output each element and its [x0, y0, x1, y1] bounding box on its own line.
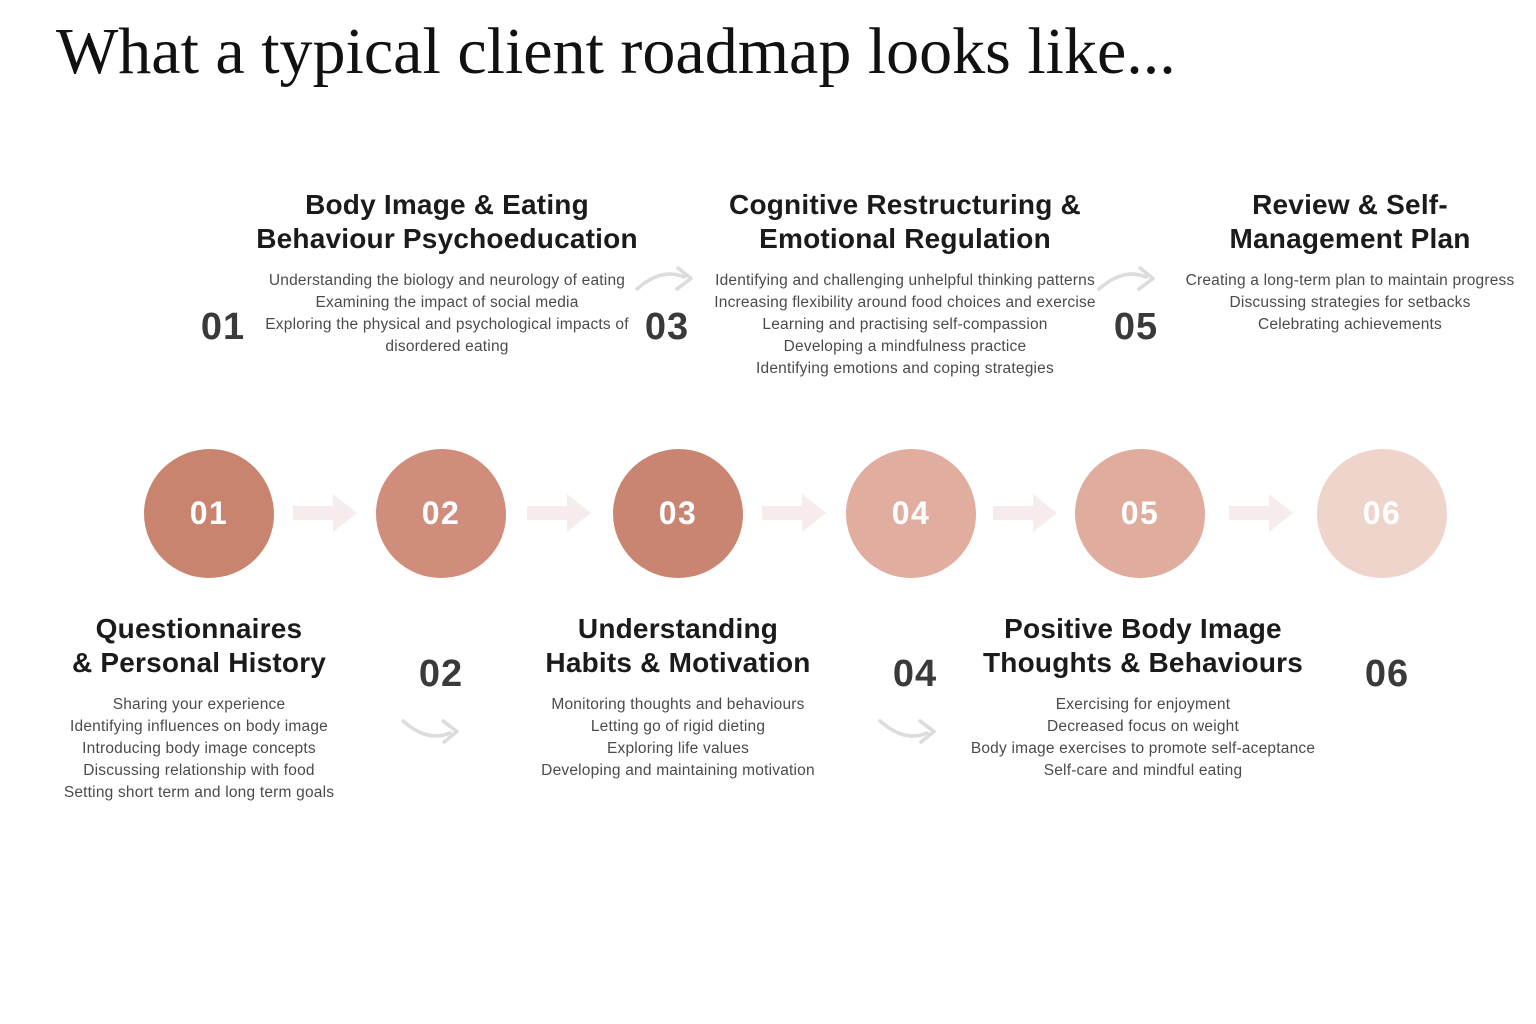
step-06-circle: 06 [1317, 449, 1447, 578]
step-03-item: Exploring life values [606, 740, 750, 757]
step-05-circle-number: 05 [1120, 495, 1160, 531]
step-04-item: Identifying emotions and coping strategi… [756, 360, 1054, 377]
right-block-arrow-icon [993, 494, 1057, 532]
step-05-item: Decreased focus on weight [1047, 718, 1239, 735]
step-06-items: Creating a long-term plan to maintain pr… [1170, 270, 1530, 336]
step-04-circle-number: 04 [891, 495, 931, 531]
step-01-circle: 01 [144, 449, 274, 578]
step-02-item: Examining the impact of social media [315, 294, 579, 311]
step-01-circle-number: 01 [189, 495, 229, 531]
step-04-item: Learning and practising self-compassion [762, 316, 1048, 333]
step-03-item: Letting go of rigid dieting [590, 718, 766, 735]
curved-arrow-icon [635, 266, 693, 291]
step-04-item: Identifying and challenging unhelpful th… [715, 272, 1095, 289]
curved-arrow-icon [401, 719, 459, 744]
step-05-circle: 05 [1075, 449, 1205, 578]
step-06-item: Creating a long-term plan to maintain pr… [1185, 272, 1515, 289]
step-01-text-block: Questionnaires & Personal History Sharin… [29, 612, 369, 804]
step-01-big-number: 01 [200, 306, 246, 348]
right-block-arrow-icon [293, 494, 357, 532]
step-04-circle: 04 [846, 449, 976, 578]
step-06-circle-number: 06 [1362, 495, 1402, 531]
right-block-arrow-icon [1229, 494, 1293, 532]
step-02-circle-number: 02 [421, 495, 461, 531]
step-02-circle: 02 [376, 449, 506, 578]
step-02-heading: Body Image & Eating Behaviour Psychoeduc… [256, 189, 638, 254]
step-05-heading: Positive Body Image Thoughts & Behaviour… [983, 613, 1303, 678]
step-05-text-block: Positive Body Image Thoughts & Behaviour… [958, 612, 1328, 782]
step-05-item: Exercising for enjoyment [1055, 696, 1231, 713]
step-06-big-number: 06 [1364, 653, 1410, 695]
step-04-items: Identifying and challenging unhelpful th… [690, 270, 1120, 380]
step-01-item: Discussing relationship with food [83, 762, 315, 779]
curved-arrow-icon [1097, 266, 1155, 291]
step-04-big-number: 04 [892, 653, 938, 695]
right-block-arrow-icon [762, 494, 826, 532]
step-06-heading: Review & Self- Management Plan [1229, 189, 1471, 254]
step-03-circle: 03 [613, 449, 743, 578]
step-01-item: Introducing body image concepts [82, 740, 316, 757]
step-01-item: Setting short term and long term goals [63, 784, 335, 801]
step-05-item: Self-care and mindful eating [1043, 762, 1243, 779]
step-04-heading: Cognitive Restructuring & Emotional Regu… [729, 189, 1081, 254]
step-06-item: Celebrating achievements [1257, 316, 1442, 333]
page-title: What a typical client roadmap looks like… [56, 15, 1176, 88]
right-block-arrow-icon [527, 494, 591, 532]
step-03-circle-number: 03 [658, 495, 698, 531]
step-01-item: Identifying influences on body image [70, 718, 328, 735]
step-01-item: Sharing your experience [112, 696, 286, 713]
step-05-item: Body image exercises to promote self-ace… [970, 740, 1316, 757]
step-01-heading: Questionnaires & Personal History [71, 613, 327, 678]
step-03-items: Monitoring thoughts and behaviours Letti… [508, 694, 848, 782]
step-03-item: Monitoring thoughts and behaviours [551, 696, 805, 713]
step-02-item: Exploring the physical and psychological… [265, 316, 629, 355]
step-02-items: Understanding the biology and neurology … [247, 270, 647, 358]
curved-arrow-icon [878, 719, 936, 744]
step-02-item: Understanding the biology and neurology … [268, 272, 626, 289]
step-05-big-number: 05 [1113, 306, 1159, 348]
step-06-text-block: Review & Self- Management Plan Creating … [1170, 188, 1530, 336]
step-03-big-number: 03 [644, 306, 690, 348]
step-02-big-number: 02 [418, 653, 464, 695]
step-04-item: Increasing flexibility around food choic… [714, 294, 1096, 311]
step-01-items: Sharing your experience Identifying infl… [29, 694, 369, 804]
step-03-item: Developing and maintaining motivation [541, 762, 815, 779]
step-06-item: Discussing strategies for setbacks [1229, 294, 1471, 311]
step-02-text-block: Body Image & Eating Behaviour Psychoeduc… [247, 188, 647, 358]
step-04-text-block: Cognitive Restructuring & Emotional Regu… [690, 188, 1120, 380]
step-03-heading: Understanding Habits & Motivation [545, 613, 811, 678]
step-04-item: Developing a mindfulness practice [783, 338, 1027, 355]
step-03-text-block: Understanding Habits & Motivation Monito… [508, 612, 848, 782]
step-05-items: Exercising for enjoyment Decreased focus… [958, 694, 1328, 782]
